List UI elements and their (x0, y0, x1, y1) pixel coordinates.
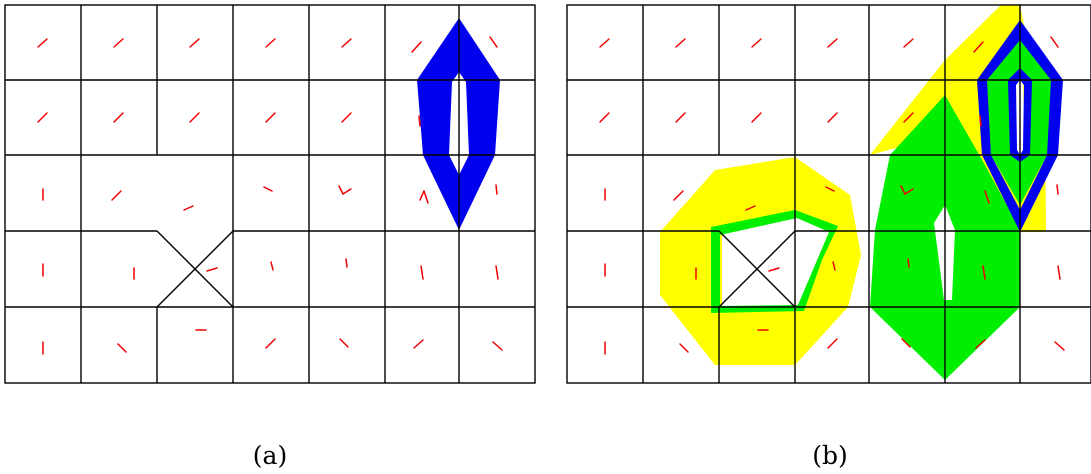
flow-arrow (418, 115, 421, 127)
flow-arrow (827, 112, 838, 123)
panel-a: (a) (4, 4, 536, 470)
flow-arrow (489, 36, 498, 48)
flow-arrow (189, 112, 200, 123)
flow-arrow (1056, 184, 1059, 195)
flow-arrow (832, 261, 836, 271)
flow-arrow (189, 38, 200, 48)
panel-a-arrows (37, 36, 503, 355)
flow-arrow (679, 343, 689, 353)
panel-b: (b) (566, 4, 1091, 470)
flow-arrow (495, 184, 498, 195)
flow-arrow (117, 343, 127, 353)
green-region-top (987, 35, 1052, 205)
flow-arrow (745, 205, 756, 211)
flow-arrow (984, 190, 990, 204)
flow-arrow (420, 265, 424, 280)
flow-arrow (973, 41, 984, 53)
flow-arrow (411, 41, 422, 53)
flow-arrow (37, 112, 48, 123)
flow-arrow (751, 112, 762, 123)
flow-arrow (111, 190, 122, 201)
flow-arrow (768, 267, 780, 272)
green-region-right (870, 95, 1020, 380)
flow-arrow (901, 338, 911, 348)
flow-arrow (492, 341, 503, 351)
panel-a-fills (417, 18, 500, 230)
flow-arrow (345, 258, 348, 268)
flow-arrow (675, 112, 686, 123)
flow-arrow (827, 338, 838, 349)
flow-arrow (265, 112, 276, 123)
panel-a-caption: (a) (253, 441, 287, 470)
flow-arrow (599, 38, 610, 48)
flow-arrow (751, 38, 762, 48)
flow-arrow (339, 338, 349, 348)
green-region-left (711, 210, 838, 313)
flow-arrow (982, 265, 986, 280)
flow-arrow (113, 38, 124, 48)
flow-arrow (1054, 341, 1065, 351)
panel-a-mesh (4, 4, 536, 384)
blue-region (417, 18, 500, 230)
flow-arrow (975, 339, 986, 349)
flow-arrow (263, 186, 273, 192)
flow-arrow (338, 185, 344, 195)
flow-arrow (979, 115, 982, 127)
flow-arrow (270, 261, 274, 271)
flow-arrow (37, 38, 48, 48)
flow-arrow (342, 188, 352, 195)
flow-arrow (599, 112, 610, 123)
flow-arrow (673, 190, 684, 201)
flow-arrow (904, 188, 914, 195)
flow-arrow (183, 205, 194, 211)
flow-arrow (113, 112, 124, 123)
flow-arrow (825, 186, 835, 192)
panel-b-mesh (566, 4, 1091, 384)
flow-arrow (903, 112, 914, 123)
flow-arrow (900, 185, 906, 195)
flow-arrow (675, 38, 686, 48)
blue-region-inner (1008, 68, 1032, 162)
flow-arrow (206, 267, 218, 272)
flow-arrow (265, 338, 276, 349)
flow-arrow (1057, 265, 1061, 280)
flow-arrow (1050, 36, 1059, 48)
flow-arrow (495, 265, 499, 280)
panel-b-fills (660, 5, 1063, 380)
flow-arrow (423, 190, 429, 204)
flow-arrow (827, 38, 838, 48)
panel-b-arrows (599, 36, 1065, 355)
flow-arrow (419, 190, 425, 201)
flow-arrow (265, 38, 276, 48)
panel-b-caption: (b) (812, 441, 848, 470)
yellow-region-left (660, 157, 861, 365)
flow-arrow (907, 258, 910, 268)
blue-region (977, 20, 1063, 232)
flow-arrow (413, 339, 424, 349)
flow-arrow (903, 38, 914, 48)
flow-arrow (341, 38, 352, 48)
flow-arrow (341, 112, 352, 123)
